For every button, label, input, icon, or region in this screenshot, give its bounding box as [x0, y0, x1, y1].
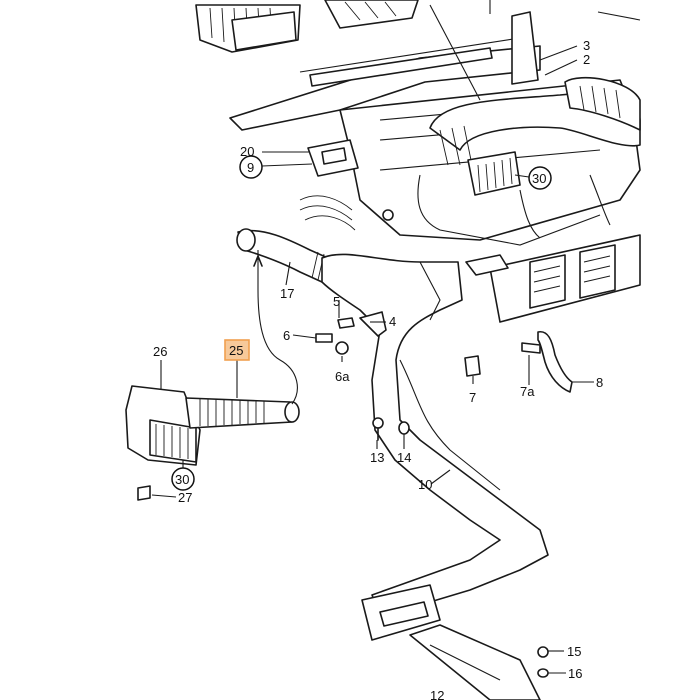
label-9: 9	[247, 160, 254, 175]
callout-9-circle	[239, 155, 263, 179]
label-15: 15	[567, 644, 581, 659]
callout-30-upper-circle	[528, 166, 552, 190]
label-17: 17	[280, 286, 294, 301]
clip-27	[137, 485, 151, 501]
pipe-8	[537, 331, 573, 393]
label-6: 6	[283, 328, 290, 343]
label-7: 7	[469, 390, 476, 405]
label-26: 26	[153, 344, 167, 359]
callout-30-lower-circle	[171, 467, 195, 491]
label-6a: 6a	[335, 369, 350, 384]
label-2: 2	[583, 52, 590, 67]
label-13: 13	[370, 450, 384, 465]
bolt-5	[337, 311, 387, 337]
hose-17	[236, 228, 329, 283]
top-bracket	[324, 0, 419, 29]
label-5: 5	[333, 294, 340, 309]
label-16: 16	[568, 666, 582, 681]
main-duct-10	[321, 253, 549, 616]
label-30-lower: 30	[175, 472, 189, 487]
label-12: 12	[430, 688, 444, 700]
top-blower-housing	[195, 4, 301, 53]
bottom-outlet	[361, 584, 541, 700]
bolt-13-14	[372, 417, 410, 441]
highlight-box-25	[224, 339, 250, 361]
label-14: 14	[397, 450, 411, 465]
label-3: 3	[583, 38, 590, 53]
label-27: 27	[178, 490, 192, 505]
label-20: 20	[240, 144, 254, 159]
bolt-15-16	[537, 646, 549, 678]
fitting-7	[464, 355, 481, 377]
heater-core-tube	[429, 76, 641, 166]
label-10: 10	[418, 477, 432, 492]
wiring	[382, 174, 611, 246]
label-25: 25	[229, 343, 243, 358]
resistor-block	[299, 139, 359, 231]
label-30-upper: 30	[532, 171, 546, 186]
label-8: 8	[596, 375, 603, 390]
label-7a: 7a	[520, 384, 535, 399]
connector-upper	[467, 151, 521, 196]
hose-25	[185, 397, 300, 429]
bolt-6	[315, 333, 349, 355]
leader-lines	[151, 0, 641, 674]
arrow-up	[253, 255, 263, 267]
hose-25-connection	[257, 250, 298, 405]
control-panel	[465, 234, 641, 323]
label-4: 4	[389, 314, 396, 329]
bolt-7a	[521, 342, 541, 354]
